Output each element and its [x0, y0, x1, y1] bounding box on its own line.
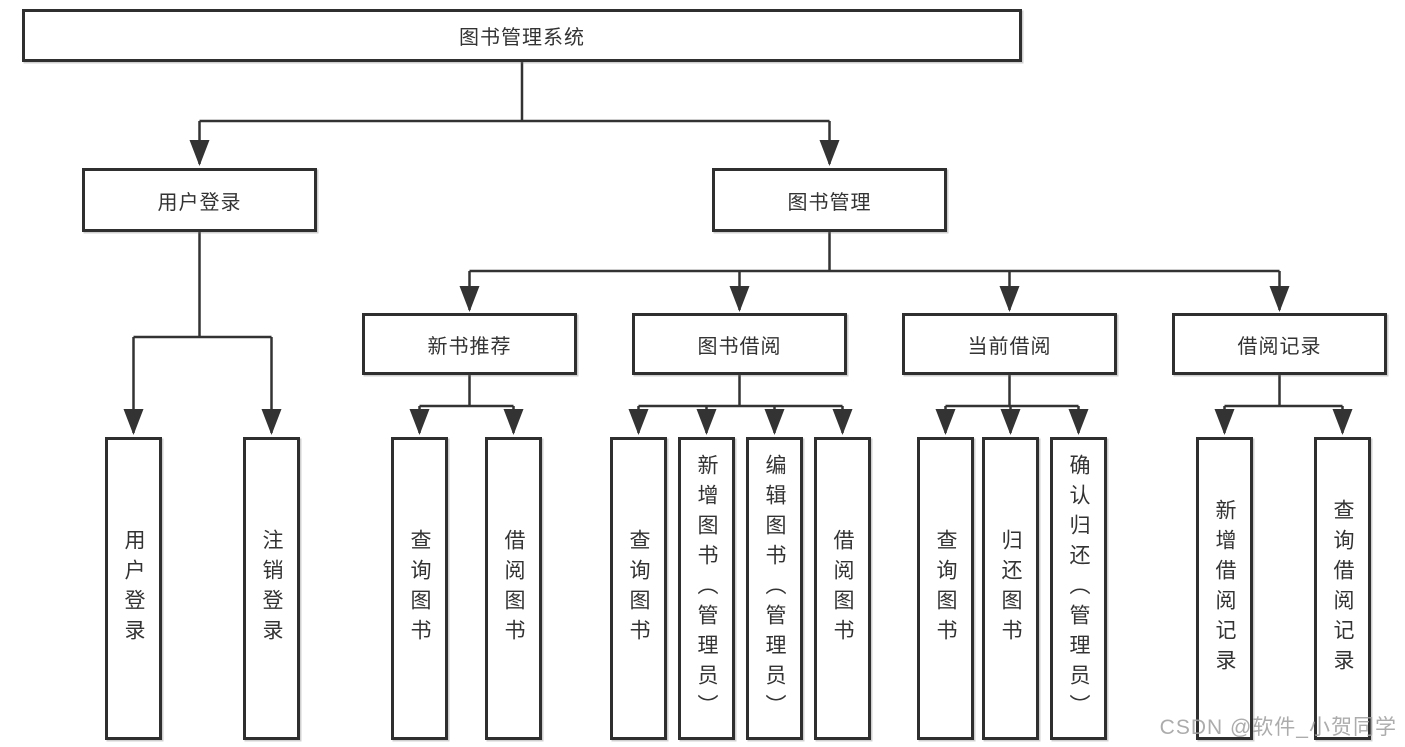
leaf-borrow-books-1: 借阅图书	[485, 437, 542, 740]
node-book-borrow: 图书借阅	[632, 313, 847, 375]
leaf-add-book-admin: 新增图书（管理员）	[678, 437, 735, 740]
leaf-add-borrow-record: 新增借阅记录	[1196, 437, 1253, 740]
leaf-return-books-label: 归还图书	[999, 528, 1022, 649]
node-library-management-system: 图书管理系统	[22, 9, 1022, 62]
leaf-user-login: 用户登录	[105, 437, 162, 740]
leaf-edit-book-admin: 编辑图书（管理员）	[746, 437, 803, 740]
node-book-management: 图书管理	[712, 168, 947, 232]
leaf-user-login-label: 用户登录	[122, 528, 145, 649]
leaf-return-books: 归还图书	[982, 437, 1039, 740]
node-user-login: 用户登录	[82, 168, 317, 232]
leaf-query-books-3-label: 查询图书	[934, 528, 957, 649]
leaf-logout-login: 注销登录	[243, 437, 300, 740]
leaf-borrow-books-1-label: 借阅图书	[502, 528, 525, 649]
leaf-borrow-books-2: 借阅图书	[814, 437, 871, 740]
leaf-edit-book-admin-label: 编辑图书（管理员）	[763, 453, 786, 724]
leaf-query-borrow-record: 查询借阅记录	[1314, 437, 1371, 740]
leaf-query-books-2-label: 查询图书	[627, 528, 650, 649]
leaf-query-books-1: 查询图书	[391, 437, 448, 740]
leaf-logout-login-label: 注销登录	[260, 528, 283, 649]
leaf-borrow-books-2-label: 借阅图书	[831, 528, 854, 649]
leaf-query-books-2: 查询图书	[610, 437, 667, 740]
node-borrow-records: 借阅记录	[1172, 313, 1387, 375]
leaf-query-borrow-record-label: 查询借阅记录	[1331, 498, 1354, 679]
node-current-borrow: 当前借阅	[902, 313, 1117, 375]
leaf-confirm-return-admin-label: 确认归还（管理员）	[1067, 453, 1090, 724]
leaf-query-books-1-label: 查询图书	[408, 528, 431, 649]
node-new-book-recommend: 新书推荐	[362, 313, 577, 375]
leaf-add-book-admin-label: 新增图书（管理员）	[695, 453, 718, 724]
leaf-confirm-return-admin: 确认归还（管理员）	[1050, 437, 1107, 740]
csdn-watermark: CSDN @软件_小贺同学	[1159, 716, 1397, 739]
leaf-add-borrow-record-label: 新增借阅记录	[1213, 498, 1236, 679]
leaf-query-books-3: 查询图书	[917, 437, 974, 740]
